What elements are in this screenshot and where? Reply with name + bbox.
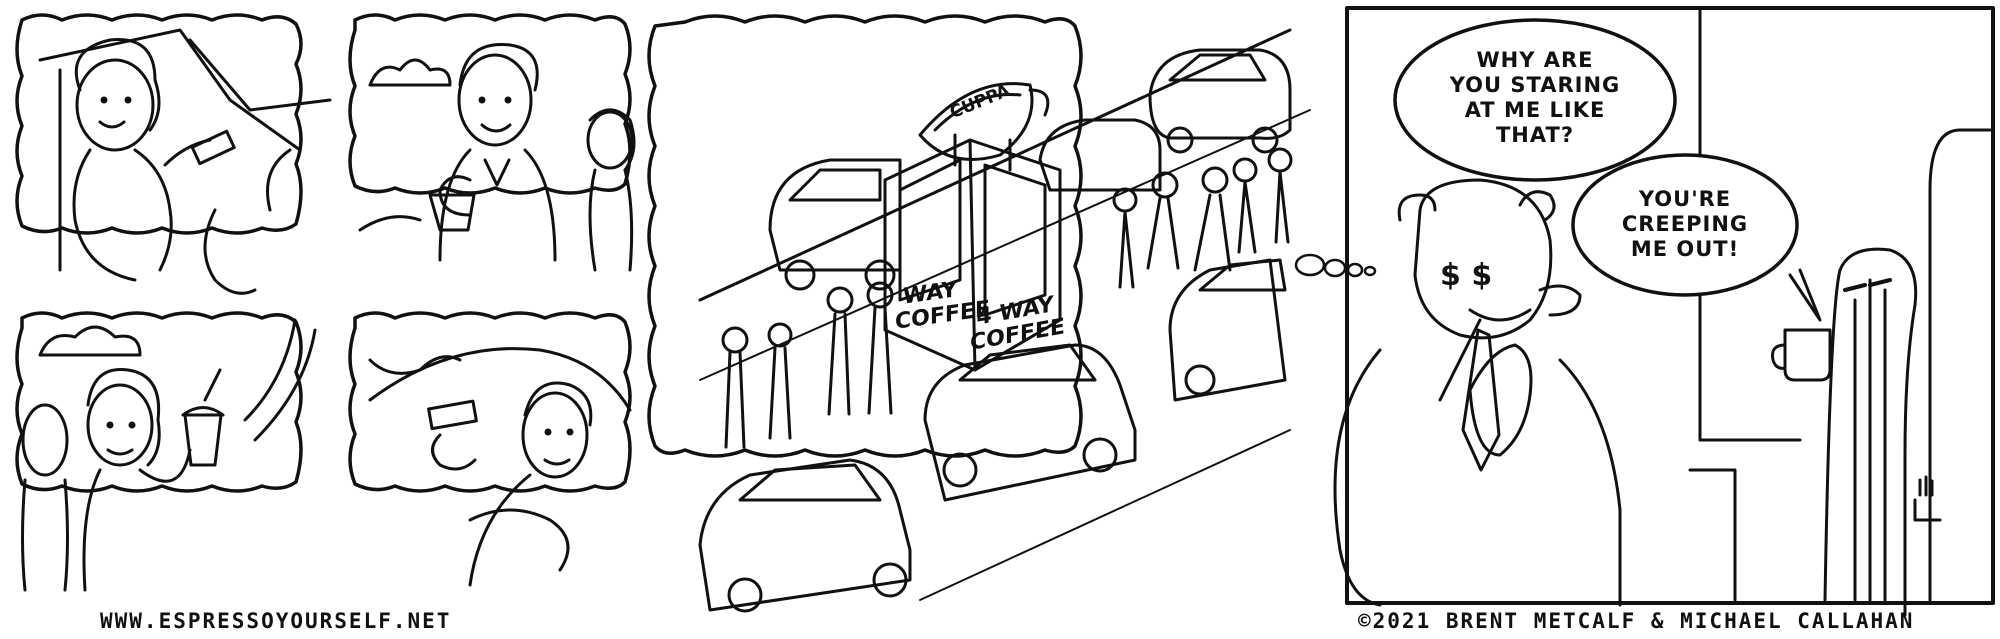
website-credit: WWW.ESPRESSOYOURSELF.NET [100, 609, 452, 633]
bear-character: $ $ [1333, 178, 1622, 607]
bear-speech-text: WHY ARE YOU STARING AT ME LIKE THAT? [1449, 48, 1621, 147]
panel-6-office: $ $ [1333, 6, 1995, 617]
kiosk-sign-left: WAY COFFEE [895, 277, 990, 335]
panel-4-man-in-car [348, 311, 632, 587]
speech-bubbles [1393, 18, 1799, 297]
copyright-credit: ©2021 BRENT METCALF & MICHAEL CALLAHAN [1358, 609, 1915, 633]
panel-5-coffee-kiosk [647, 14, 1311, 613]
thought-bubble-dots [1294, 253, 1377, 278]
panel-3-woman-drink [15, 311, 317, 592]
svg-text:$ $: $ $ [1440, 258, 1492, 293]
figure-speech-text: YOU'RE CREEPING ME OUT! [1621, 187, 1749, 261]
panel-1-driver-woman [15, 13, 332, 295]
panel-2-man-waving [348, 13, 636, 272]
tall-figure-character [1771, 247, 1918, 617]
